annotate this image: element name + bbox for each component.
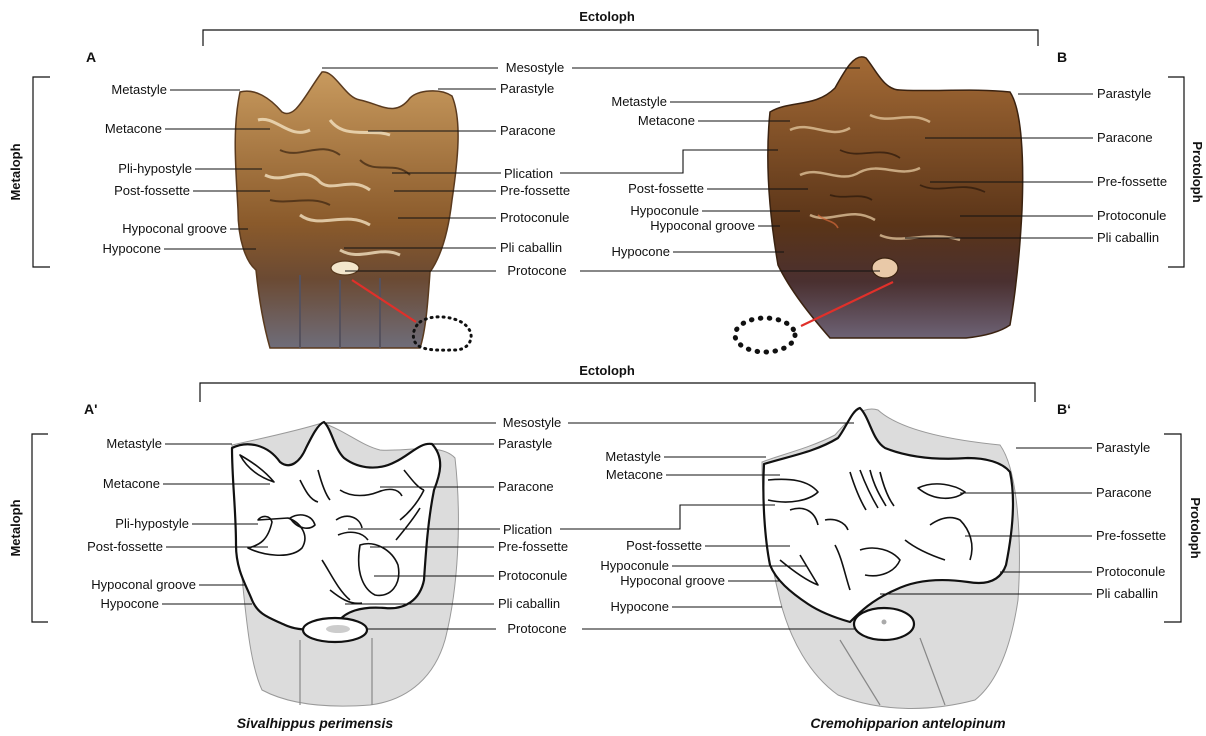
tooth-drawing-b-prime bbox=[762, 408, 1019, 708]
label-hypocone-a-prime: Hypocone bbox=[100, 596, 159, 611]
label-protocone-top: Protocone bbox=[507, 263, 566, 278]
label-pli-caballin-b: Pli caballin bbox=[1097, 230, 1159, 245]
label-parastyle-a-prime: Parastyle bbox=[498, 436, 552, 451]
label-mesostyle-top: Mesostyle bbox=[506, 60, 565, 75]
label-hypoconal-groove-b: Hypoconal groove bbox=[650, 218, 755, 233]
protoloph-bracket-top bbox=[1168, 77, 1184, 267]
label-parastyle-b: Parastyle bbox=[1097, 86, 1151, 101]
label-pre-fossette-a-prime: Pre-fossette bbox=[498, 539, 568, 554]
label-hypocone-b-prime: Hypocone bbox=[610, 599, 669, 614]
label-metastyle-a: Metastyle bbox=[111, 82, 167, 97]
tooth-photo-a bbox=[235, 72, 458, 348]
label-mesostyle-bottom: Mesostyle bbox=[503, 415, 562, 430]
label-metastyle-b: Metastyle bbox=[611, 94, 667, 109]
protocone-outline-b bbox=[735, 318, 795, 352]
label-paracone-b: Paracone bbox=[1097, 130, 1153, 145]
label-pre-fossette-b: Pre-fossette bbox=[1097, 174, 1167, 189]
label-post-fossette-a: Post-fossette bbox=[114, 183, 190, 198]
label-pre-fossette-a: Pre-fossette bbox=[500, 183, 570, 198]
label-protoconule-a: Protoconule bbox=[500, 210, 569, 225]
panel-label-a-prime: A' bbox=[84, 401, 97, 417]
label-pli-caballin-a: Pli caballin bbox=[500, 240, 562, 255]
tooth-photo-b bbox=[768, 57, 1023, 338]
metaloph-label-bottom: Metaloph bbox=[8, 499, 23, 556]
label-protocone-bottom: Protocone bbox=[507, 621, 566, 636]
label-hypoconal-groove-a-prime: Hypoconal groove bbox=[91, 577, 196, 592]
label-hypoconule-b-prime: Hypoconule bbox=[600, 558, 669, 573]
ectoloph-bracket-bottom bbox=[200, 383, 1035, 402]
label-post-fossette-a-prime: Post-fossette bbox=[87, 539, 163, 554]
panel-label-b: B bbox=[1057, 49, 1067, 65]
metaloph-bracket-bottom bbox=[32, 434, 48, 622]
protoloph-label-top: Protoloph bbox=[1190, 141, 1205, 202]
metaloph-label-top: Metaloph bbox=[8, 143, 23, 200]
label-paracone-a-prime: Paracone bbox=[498, 479, 554, 494]
label-metacone-b-prime: Metacone bbox=[606, 467, 663, 482]
label-pli-hypostyle-a: Pli-hypostyle bbox=[118, 161, 192, 176]
ectoloph-bracket-top bbox=[203, 30, 1038, 46]
label-paracone-b-prime: Paracone bbox=[1096, 485, 1152, 500]
label-protoconule-b-prime: Protoconule bbox=[1096, 564, 1165, 579]
panel-label-b-prime: B‘ bbox=[1057, 401, 1071, 417]
label-hypoconule-b: Hypoconule bbox=[630, 203, 699, 218]
label-parastyle-a: Parastyle bbox=[500, 81, 554, 96]
label-protoconule-a-prime: Protoconule bbox=[498, 568, 567, 583]
label-pre-fossette-b-prime: Pre-fossette bbox=[1096, 528, 1166, 543]
protoloph-bracket-bottom bbox=[1164, 434, 1181, 622]
label-pli-caballin-b-prime: Pli caballin bbox=[1096, 586, 1158, 601]
tooth-drawing-a-prime bbox=[232, 422, 458, 706]
ectoloph-label-top: Ectoloph bbox=[579, 9, 635, 24]
label-hypocone-b: Hypocone bbox=[611, 244, 670, 259]
label-post-fossette-b-prime: Post-fossette bbox=[626, 538, 702, 553]
label-metacone-a: Metacone bbox=[105, 121, 162, 136]
label-hypocone-a: Hypocone bbox=[102, 241, 161, 256]
metaloph-bracket-top bbox=[33, 77, 50, 267]
label-hypoconal-groove-b-prime: Hypoconal groove bbox=[620, 573, 725, 588]
label-metacone-a-prime: Metacone bbox=[103, 476, 160, 491]
label-post-fossette-b: Post-fossette bbox=[628, 181, 704, 196]
label-metastyle-a-prime: Metastyle bbox=[106, 436, 162, 451]
protoloph-label-bottom: Protoloph bbox=[1188, 497, 1203, 558]
panel-label-a: A bbox=[86, 49, 96, 65]
label-metacone-b: Metacone bbox=[638, 113, 695, 128]
label-pli-hypostyle-a-prime: Pli-hypostyle bbox=[115, 516, 189, 531]
label-pli-caballin-a-prime: Pli caballin bbox=[498, 596, 560, 611]
species-caption-right: Cremohipparion antelopinum bbox=[810, 715, 1005, 731]
label-paracone-a: Paracone bbox=[500, 123, 556, 138]
label-metastyle-b-prime: Metastyle bbox=[605, 449, 661, 464]
label-protoconule-b: Protoconule bbox=[1097, 208, 1166, 223]
label-parastyle-b-prime: Parastyle bbox=[1096, 440, 1150, 455]
label-hypoconal-groove-a: Hypoconal groove bbox=[122, 221, 227, 236]
species-caption-left: Sivalhippus perimensis bbox=[237, 715, 394, 731]
label-plication-bottom: Plication bbox=[503, 522, 552, 537]
label-plication-top: Plication bbox=[504, 166, 553, 181]
ectoloph-label-bottom: Ectoloph bbox=[579, 363, 635, 378]
